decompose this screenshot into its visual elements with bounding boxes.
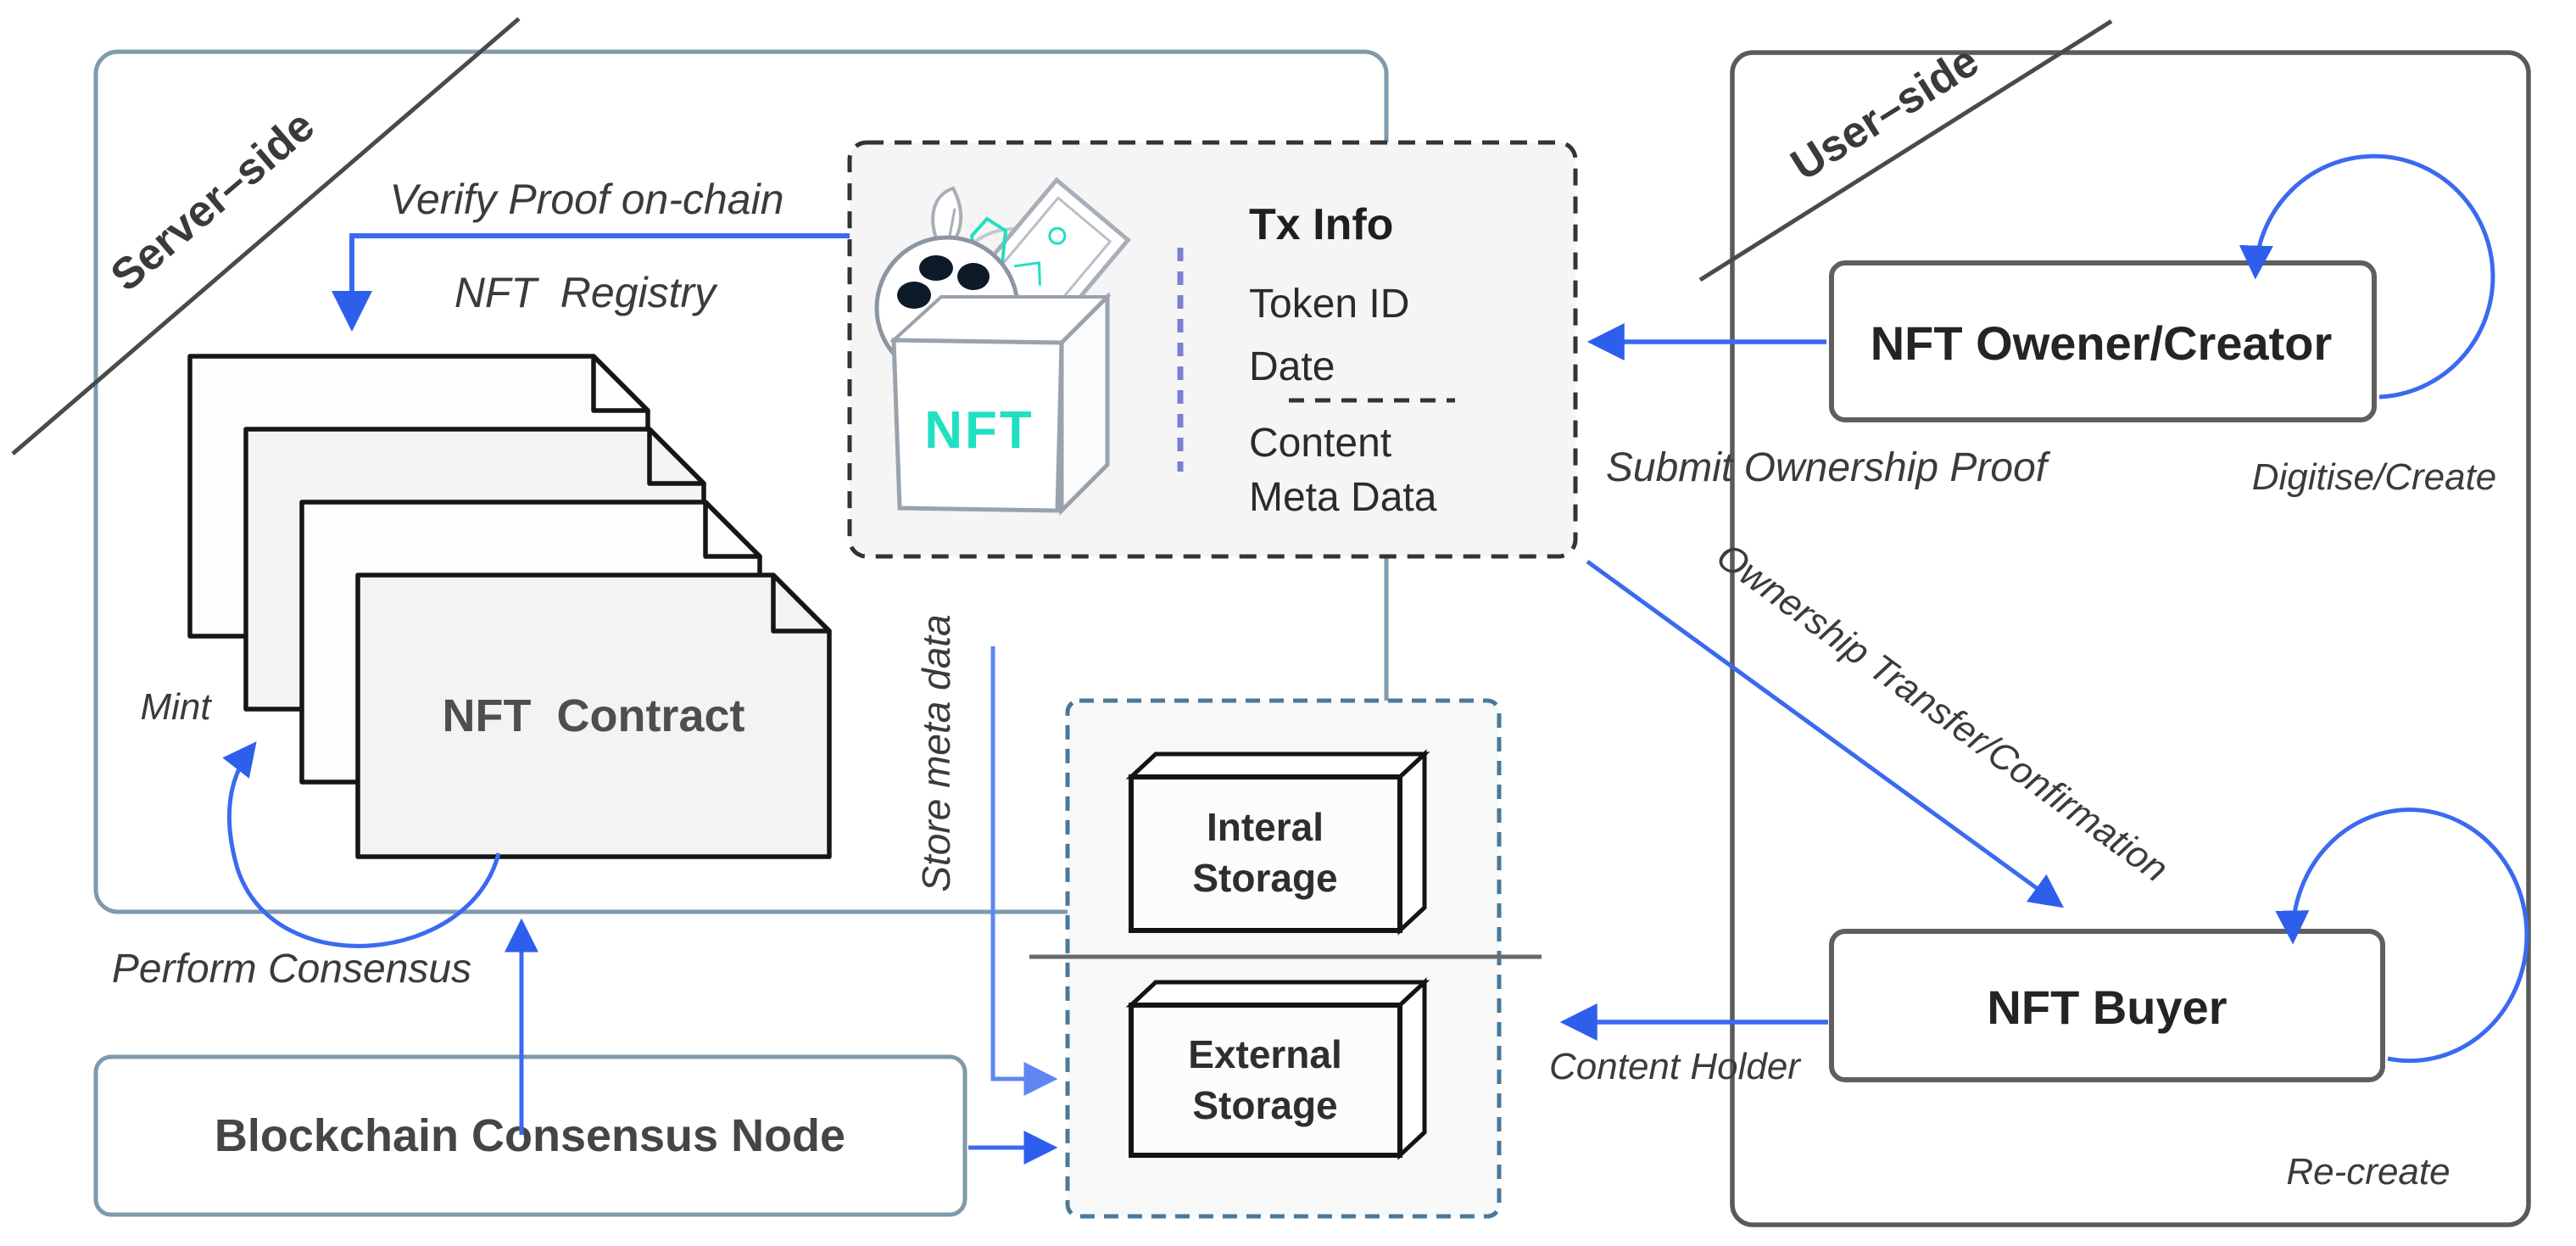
mint-loop-arrow (222, 741, 501, 948)
contract-page-front (355, 573, 832, 859)
internal-storage-box: Interal Storage (1125, 749, 1430, 936)
store-meta-arrow (990, 646, 1058, 1096)
user-side-divider-line (1698, 19, 2113, 282)
content-label: Content (1249, 421, 1391, 466)
mint-label: Mint (140, 686, 212, 728)
nft-buyer-label: NFT Buyer (1987, 981, 2227, 1034)
contract-page-fold (591, 354, 650, 413)
digitise-create-label: Digitise/Create (2252, 456, 2497, 498)
nft-contract-stack (187, 354, 832, 859)
external-storage-label-line1: External (1188, 1032, 1342, 1076)
internal-storage-label-line2: Storage (1192, 856, 1337, 900)
ownership-transfer-arrow (1586, 559, 2065, 908)
server-side-divider-line (11, 17, 521, 455)
digitise-create-loop-arrow (2239, 154, 2495, 400)
external-storage-label-line2: Storage (1192, 1083, 1337, 1127)
blockchain-node-label: Blockchain Consensus Node (215, 1110, 845, 1161)
token-id-label: Token ID (1249, 282, 1409, 327)
nft-owner-box (1829, 260, 2377, 422)
nft-owner-label: NFT Owener/Creator (1871, 316, 2333, 370)
perform-consensus-label: Perform Consensus (112, 947, 471, 992)
verify-proof-label: Verify Proof on-chain (389, 176, 783, 223)
content-holder-label: Content Holder (1549, 1046, 1802, 1087)
date-label: Date (1249, 344, 1335, 389)
nft-bucket-icon: NFT (874, 176, 1131, 517)
blockchain-node-box (93, 1054, 967, 1217)
verify-proof-arrow (332, 233, 850, 332)
contract-page-fold (647, 427, 706, 486)
re-create-label: Re-create (2286, 1151, 2450, 1193)
nft-buyer-box (1829, 929, 2385, 1082)
nft-contract-label: NFT Contract (443, 690, 745, 741)
contract-page-fold (771, 573, 832, 634)
nft-registry-label: NFT Registry (454, 269, 718, 316)
meta-data-label: Meta Data (1249, 475, 1437, 520)
submit-ownership-label: Submit Ownership Proof (1606, 445, 2051, 490)
nft-bucket-label: NFT (924, 401, 1034, 460)
tx-info-title: Tx Info (1249, 200, 1393, 249)
contract-page-fold (703, 500, 762, 559)
external-storage-box: External Storage (1125, 977, 1430, 1160)
store-meta-label: Store meta data (914, 614, 958, 891)
bucket-shape (889, 291, 1112, 517)
re-create-loop-arrow (2275, 807, 2529, 1064)
internal-storage-label-line1: Interal (1207, 805, 1324, 849)
